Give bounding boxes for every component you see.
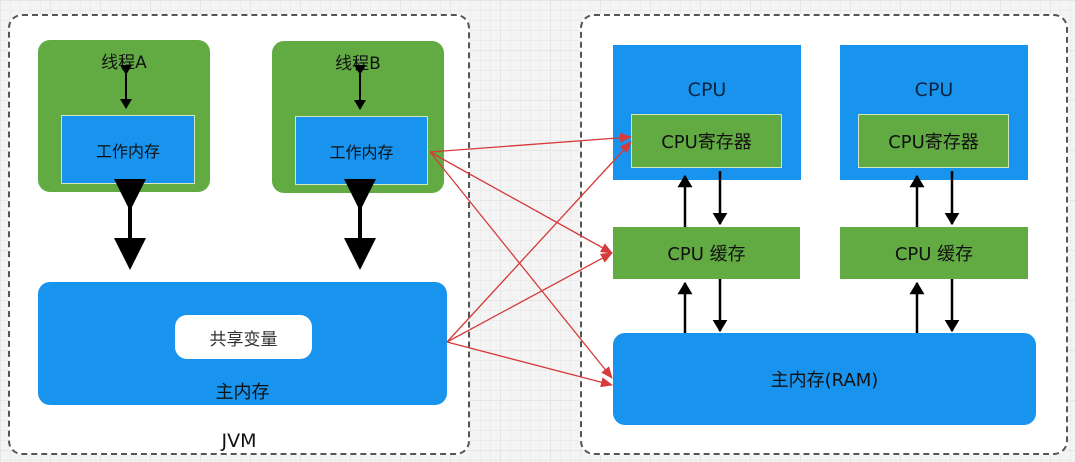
jvm-label: JVM — [221, 430, 257, 452]
mapping-arrow-main-memory-to-cache — [446, 252, 613, 343]
ram: 主内存(RAM) — [613, 333, 1036, 425]
cpu-2-label: CPU — [914, 79, 954, 101]
mapping-arrow-work-memory-to-ram — [429, 151, 613, 379]
mapping-arrow-main-memory-to-register — [446, 141, 632, 343]
mapping-arrow-main-memory-to-ram — [446, 341, 613, 388]
cpu-2-cache: CPU 缓存 — [840, 227, 1028, 279]
thread-a-label: 线程A — [101, 53, 147, 73]
mapping-arrow-work-memory-to-register — [429, 132, 632, 153]
cpu-1-register: CPU寄存器 — [631, 114, 782, 168]
thread-a-work-memory: 工作内存 — [61, 115, 195, 184]
cpu-1-cache: CPU 缓存 — [613, 227, 800, 279]
cpu-2-register: CPU寄存器 — [858, 114, 1009, 168]
cpu-1-label: CPU — [687, 79, 727, 101]
jvm-main-memory-label: 主内存 — [215, 382, 270, 403]
shared-variable: 共享变量 — [175, 315, 312, 359]
thread-b-work-memory: 工作内存 — [295, 116, 428, 185]
thread-b-label: 线程B — [335, 54, 381, 74]
mapping-arrow-work-memory-to-cache — [429, 151, 613, 254]
